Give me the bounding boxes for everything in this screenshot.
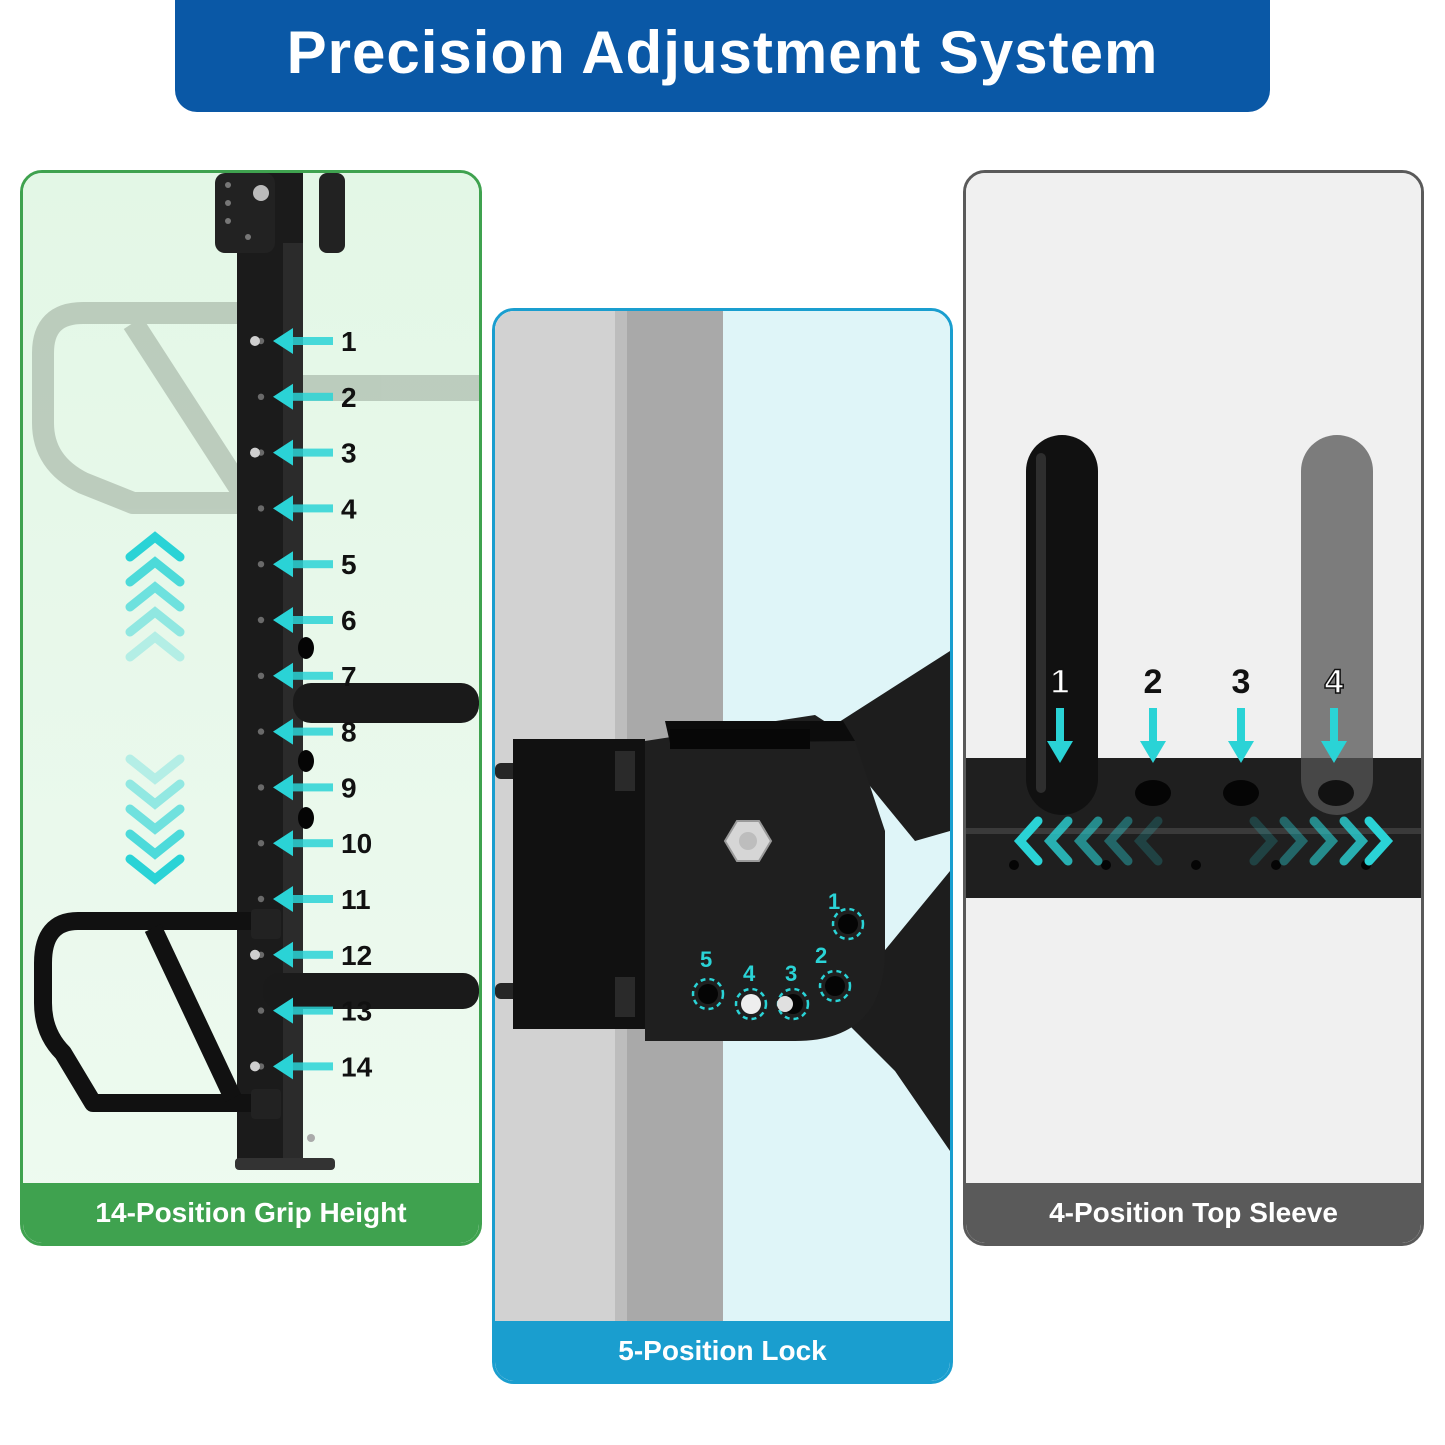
position-arrow-2 — [273, 383, 333, 410]
position-arrow-14 — [273, 1053, 333, 1080]
left-right-chevrons — [1013, 816, 1394, 866]
sleeve-position-3: 3 — [1228, 663, 1254, 763]
position-arrow-3 — [273, 439, 333, 466]
position-arrow-5 — [273, 551, 333, 578]
grip-height-caption: 14-Position Grip Height — [23, 1183, 479, 1243]
sleeve-position-label: 4 — [1325, 663, 1344, 701]
grip-position-label: 14 — [341, 1051, 373, 1082]
sleeve-illustration: 1 2 3 4 — [966, 173, 1421, 1243]
position-arrow-6 — [273, 607, 333, 633]
lock-hole-5: 5 — [691, 947, 725, 1011]
page-title: Precision Adjustment System — [286, 18, 1159, 86]
position-arrow-10 — [273, 830, 333, 857]
handle-lower — [34, 912, 263, 1112]
lock-bracket — [645, 715, 885, 1041]
sleeve-position-label: 2 — [1144, 663, 1163, 701]
lock-position-label: 1 — [828, 889, 840, 914]
grip-position-label: 12 — [341, 940, 372, 971]
lock-position-label: 2 — [815, 943, 827, 968]
grip-position-label: 5 — [341, 549, 357, 580]
position-arrow-13 — [273, 997, 333, 1024]
grip-position-label: 1 — [341, 326, 357, 357]
grip-position-label: 8 — [341, 717, 357, 748]
sleeve-position-label: 1 — [1051, 663, 1070, 701]
post-holes — [250, 336, 265, 1072]
position-arrow-9 — [273, 774, 333, 801]
grip-position-label: 10 — [341, 828, 372, 859]
grip-position-label: 3 — [341, 438, 357, 469]
sleeve-position-4: 4 — [1321, 662, 1347, 763]
grip-position-arrows — [273, 328, 333, 1080]
grip-position-label: 13 — [341, 996, 372, 1027]
lock-position-label: 3 — [785, 961, 797, 986]
sleeve-faded — [1301, 435, 1373, 815]
grip-position-label: 6 — [341, 605, 357, 636]
lock-position-label: 4 — [743, 961, 756, 986]
middle-bar — [293, 683, 479, 723]
position-arrow-4 — [273, 495, 333, 522]
grip-position-label: 9 — [341, 772, 357, 803]
sleeve-caption: 4-Position Top Sleeve — [966, 1183, 1421, 1243]
grip-position-label: 7 — [341, 661, 357, 692]
lock-position-label: 5 — [700, 947, 712, 972]
sleeve-position-label: 3 — [1232, 663, 1251, 701]
lock-hole-1: 1 — [828, 889, 865, 941]
grip-position-label: 2 — [341, 382, 357, 413]
position-arrow-7 — [273, 662, 333, 689]
sleeve-position-markers: 1 2 3 4 — [1047, 662, 1347, 763]
position-arrow-11 — [273, 886, 333, 912]
lock-hole-4: 4 — [734, 961, 768, 1021]
title-banner: Precision Adjustment System — [175, 0, 1270, 112]
up-down-chevrons — [125, 531, 185, 885]
grip-position-label: 11 — [341, 884, 371, 915]
grip-position-label: 4 — [341, 493, 357, 524]
position-arrow-1 — [273, 328, 333, 354]
sleeve-panel: 1 2 3 4 4-Position Top Sleeve — [963, 170, 1424, 1246]
lock-hole-2: 2 — [815, 943, 852, 1003]
sleeve-position-1: 1 — [1047, 662, 1073, 763]
position-arrow-8 — [273, 718, 333, 745]
position-arrow-12 — [273, 941, 333, 968]
sleeve-position-2: 2 — [1140, 663, 1166, 763]
lock-caption: 5-Position Lock — [495, 1321, 950, 1381]
